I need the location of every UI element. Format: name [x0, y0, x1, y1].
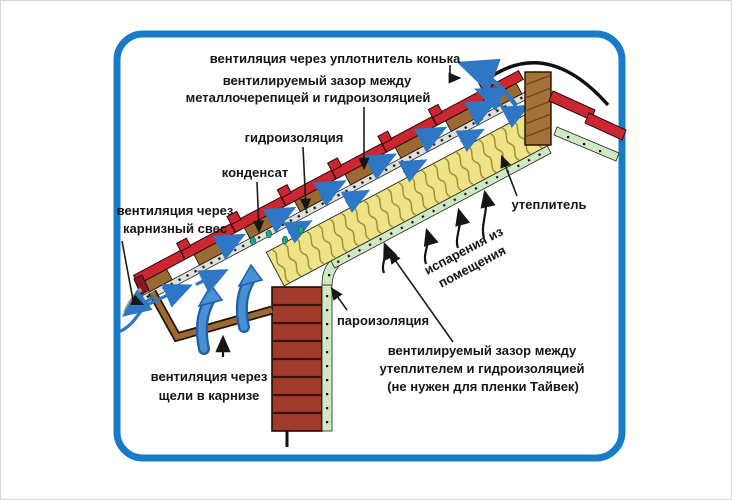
- pointer-ridge-vent: [448, 65, 462, 84]
- label-vapor-barrier: пароизоляция: [337, 313, 429, 328]
- right-slope-underlay: [553, 126, 620, 162]
- airflow-arrow-big: [235, 263, 264, 333]
- pointer-eaves-vent: [121, 240, 145, 305]
- pointer-lines: [121, 65, 518, 343]
- room-vapor-arrows: [215, 189, 496, 357]
- brick-wall: [271, 286, 323, 447]
- label-insulation: утеплитель: [512, 197, 587, 212]
- roof-assembly: [132, 69, 552, 312]
- eaves-air-squiggles: [119, 269, 229, 333]
- barrier-strip-dots: [326, 274, 331, 424]
- pointer-condensate: [252, 181, 265, 234]
- ridge-air-arrows: [456, 58, 518, 115]
- label-waterproofing: гидроизоляция: [245, 130, 344, 145]
- label-insul-gap-1: вентилируемый зазор между: [388, 343, 577, 358]
- ridge-beam: [524, 71, 552, 146]
- label-tile-gap-2: металлочерепицей и гидроизоляцией: [186, 90, 431, 105]
- airflow-arrow-big: [195, 283, 224, 355]
- label-tile-gap-1: вентилируемый зазор между: [223, 73, 412, 88]
- pointer-waterproofing: [299, 146, 312, 212]
- condensate-drops: [249, 225, 304, 246]
- pointer-insul-gap: [388, 251, 454, 343]
- right-underlay-dots: [567, 136, 602, 153]
- ridge-area: [456, 58, 627, 162]
- pointer-vapor-barrier: [330, 287, 348, 311]
- label-insul-gap-3: (не нужен для пленки Тайвек): [387, 379, 579, 394]
- label-eaves-vent-2: карнизный свес: [123, 221, 227, 236]
- label-ridge-vent: вентиляция через уплотнитель конька: [210, 51, 461, 66]
- right-slope-tiles: [548, 90, 627, 141]
- label-insul-gap-2: утеплителем и гидроизоляцией: [380, 361, 585, 376]
- vapor-barrier-slope: [330, 145, 552, 269]
- ridge-beam-grain: [524, 74, 552, 138]
- pointer-insulation: [500, 154, 518, 197]
- eaves-airflow-arrows: [119, 263, 264, 355]
- label-cornice-vent-1: вентиляция через: [151, 369, 268, 384]
- label-eaves-vent-1: вентиляция через: [117, 203, 234, 218]
- label-condensate: конденсат: [222, 165, 288, 180]
- brick-joints: [273, 303, 321, 415]
- label-cornice-vent-2: щели в карнизе: [159, 388, 260, 403]
